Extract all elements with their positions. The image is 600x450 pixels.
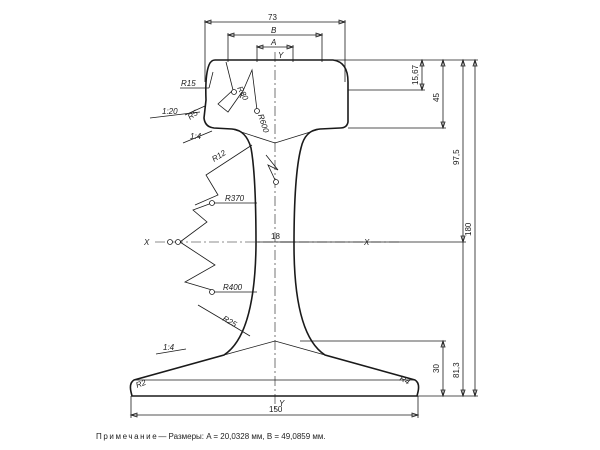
arrow-30-t	[440, 339, 446, 348]
y-axis-bottom-label: Y	[279, 399, 285, 408]
dim-30-label: 30	[432, 364, 441, 373]
rail-outline	[129, 59, 420, 397]
arrow-150-r	[411, 412, 420, 418]
leader-r15b	[208, 71, 214, 89]
r2-label: R2	[135, 378, 148, 390]
slope-1-20-label: 1:20	[162, 107, 178, 116]
note-label: Примечание	[96, 432, 159, 441]
dim-45-label: 45	[432, 93, 441, 102]
arrow-15-b	[419, 83, 425, 92]
x-axis-point-2	[175, 239, 181, 245]
dim-15-label: 15,67	[411, 64, 420, 85]
dim-81-label: 81,3	[452, 362, 461, 378]
arrow-b-l	[226, 32, 235, 38]
r80-label: R80	[235, 85, 250, 103]
leader-r600	[239, 68, 258, 111]
y-axis-top-label: Y	[278, 51, 284, 60]
r370-label: R370	[225, 194, 245, 203]
r600-center	[254, 108, 260, 114]
leader-r25	[197, 304, 251, 337]
arrow-a-r	[286, 44, 295, 50]
arrow-180-t	[472, 58, 478, 67]
dim-73-label: 73	[268, 13, 277, 22]
arrow-b-r	[315, 32, 324, 38]
slope-1-4-base	[155, 348, 187, 355]
arrow-180-b	[472, 389, 478, 398]
arrow-a-l	[255, 44, 264, 50]
arrow-45-b	[440, 121, 446, 130]
r400-label: R400	[223, 283, 243, 292]
dim-a-label: A	[270, 38, 276, 47]
arrow-15-t	[419, 58, 425, 67]
note-text: — Размеры: A = 20,0328 мм, B = 49,0859 м…	[158, 432, 326, 441]
slope-1-4-top-label: 1:4	[190, 132, 202, 141]
slope-1-4-top	[182, 130, 213, 144]
arrow-97-b	[460, 235, 466, 244]
r80-center	[231, 89, 237, 95]
arrow-97-t	[460, 58, 466, 67]
x-axis-point-1	[167, 239, 173, 245]
r15-label: R15	[181, 79, 196, 88]
dim-b-label: B	[271, 26, 277, 35]
arrow-30-b	[440, 389, 446, 398]
arrow-45-t	[440, 58, 446, 67]
r5-label: R5	[186, 108, 200, 122]
slope-1-20	[149, 111, 201, 119]
dim-97-label: 97,5	[452, 149, 461, 165]
leader-r80	[217, 61, 243, 113]
arrow-73-r	[338, 19, 347, 25]
r4-label: R4	[398, 374, 412, 387]
arrow-73-l	[203, 19, 212, 25]
leader-r12	[194, 144, 253, 206]
leader-r400-zig	[179, 241, 216, 291]
leader-r12-inner	[265, 154, 279, 183]
r370-center	[209, 200, 215, 206]
slope-1-4-base-label: 1:4	[163, 343, 175, 352]
x-axis-right-label: X	[363, 238, 370, 247]
leader-r370-zig	[179, 202, 213, 243]
r400-center	[209, 289, 215, 295]
dim-18-label: 18	[271, 232, 280, 241]
r12-center	[273, 179, 279, 185]
drawing-note: Примечание— Размеры: A = 20,0328 мм, B =…	[96, 432, 326, 441]
dim-150-label: 150	[269, 405, 283, 414]
r600-label: R600	[256, 113, 271, 134]
x-axis-left-label: X	[143, 238, 150, 247]
dim-180-label: 180	[464, 222, 473, 236]
arrow-81-b	[460, 389, 466, 398]
r25-label: R25	[221, 314, 239, 329]
arrow-150-l	[129, 412, 138, 418]
r12-label: R12	[210, 148, 228, 164]
base-chevron	[223, 340, 326, 356]
